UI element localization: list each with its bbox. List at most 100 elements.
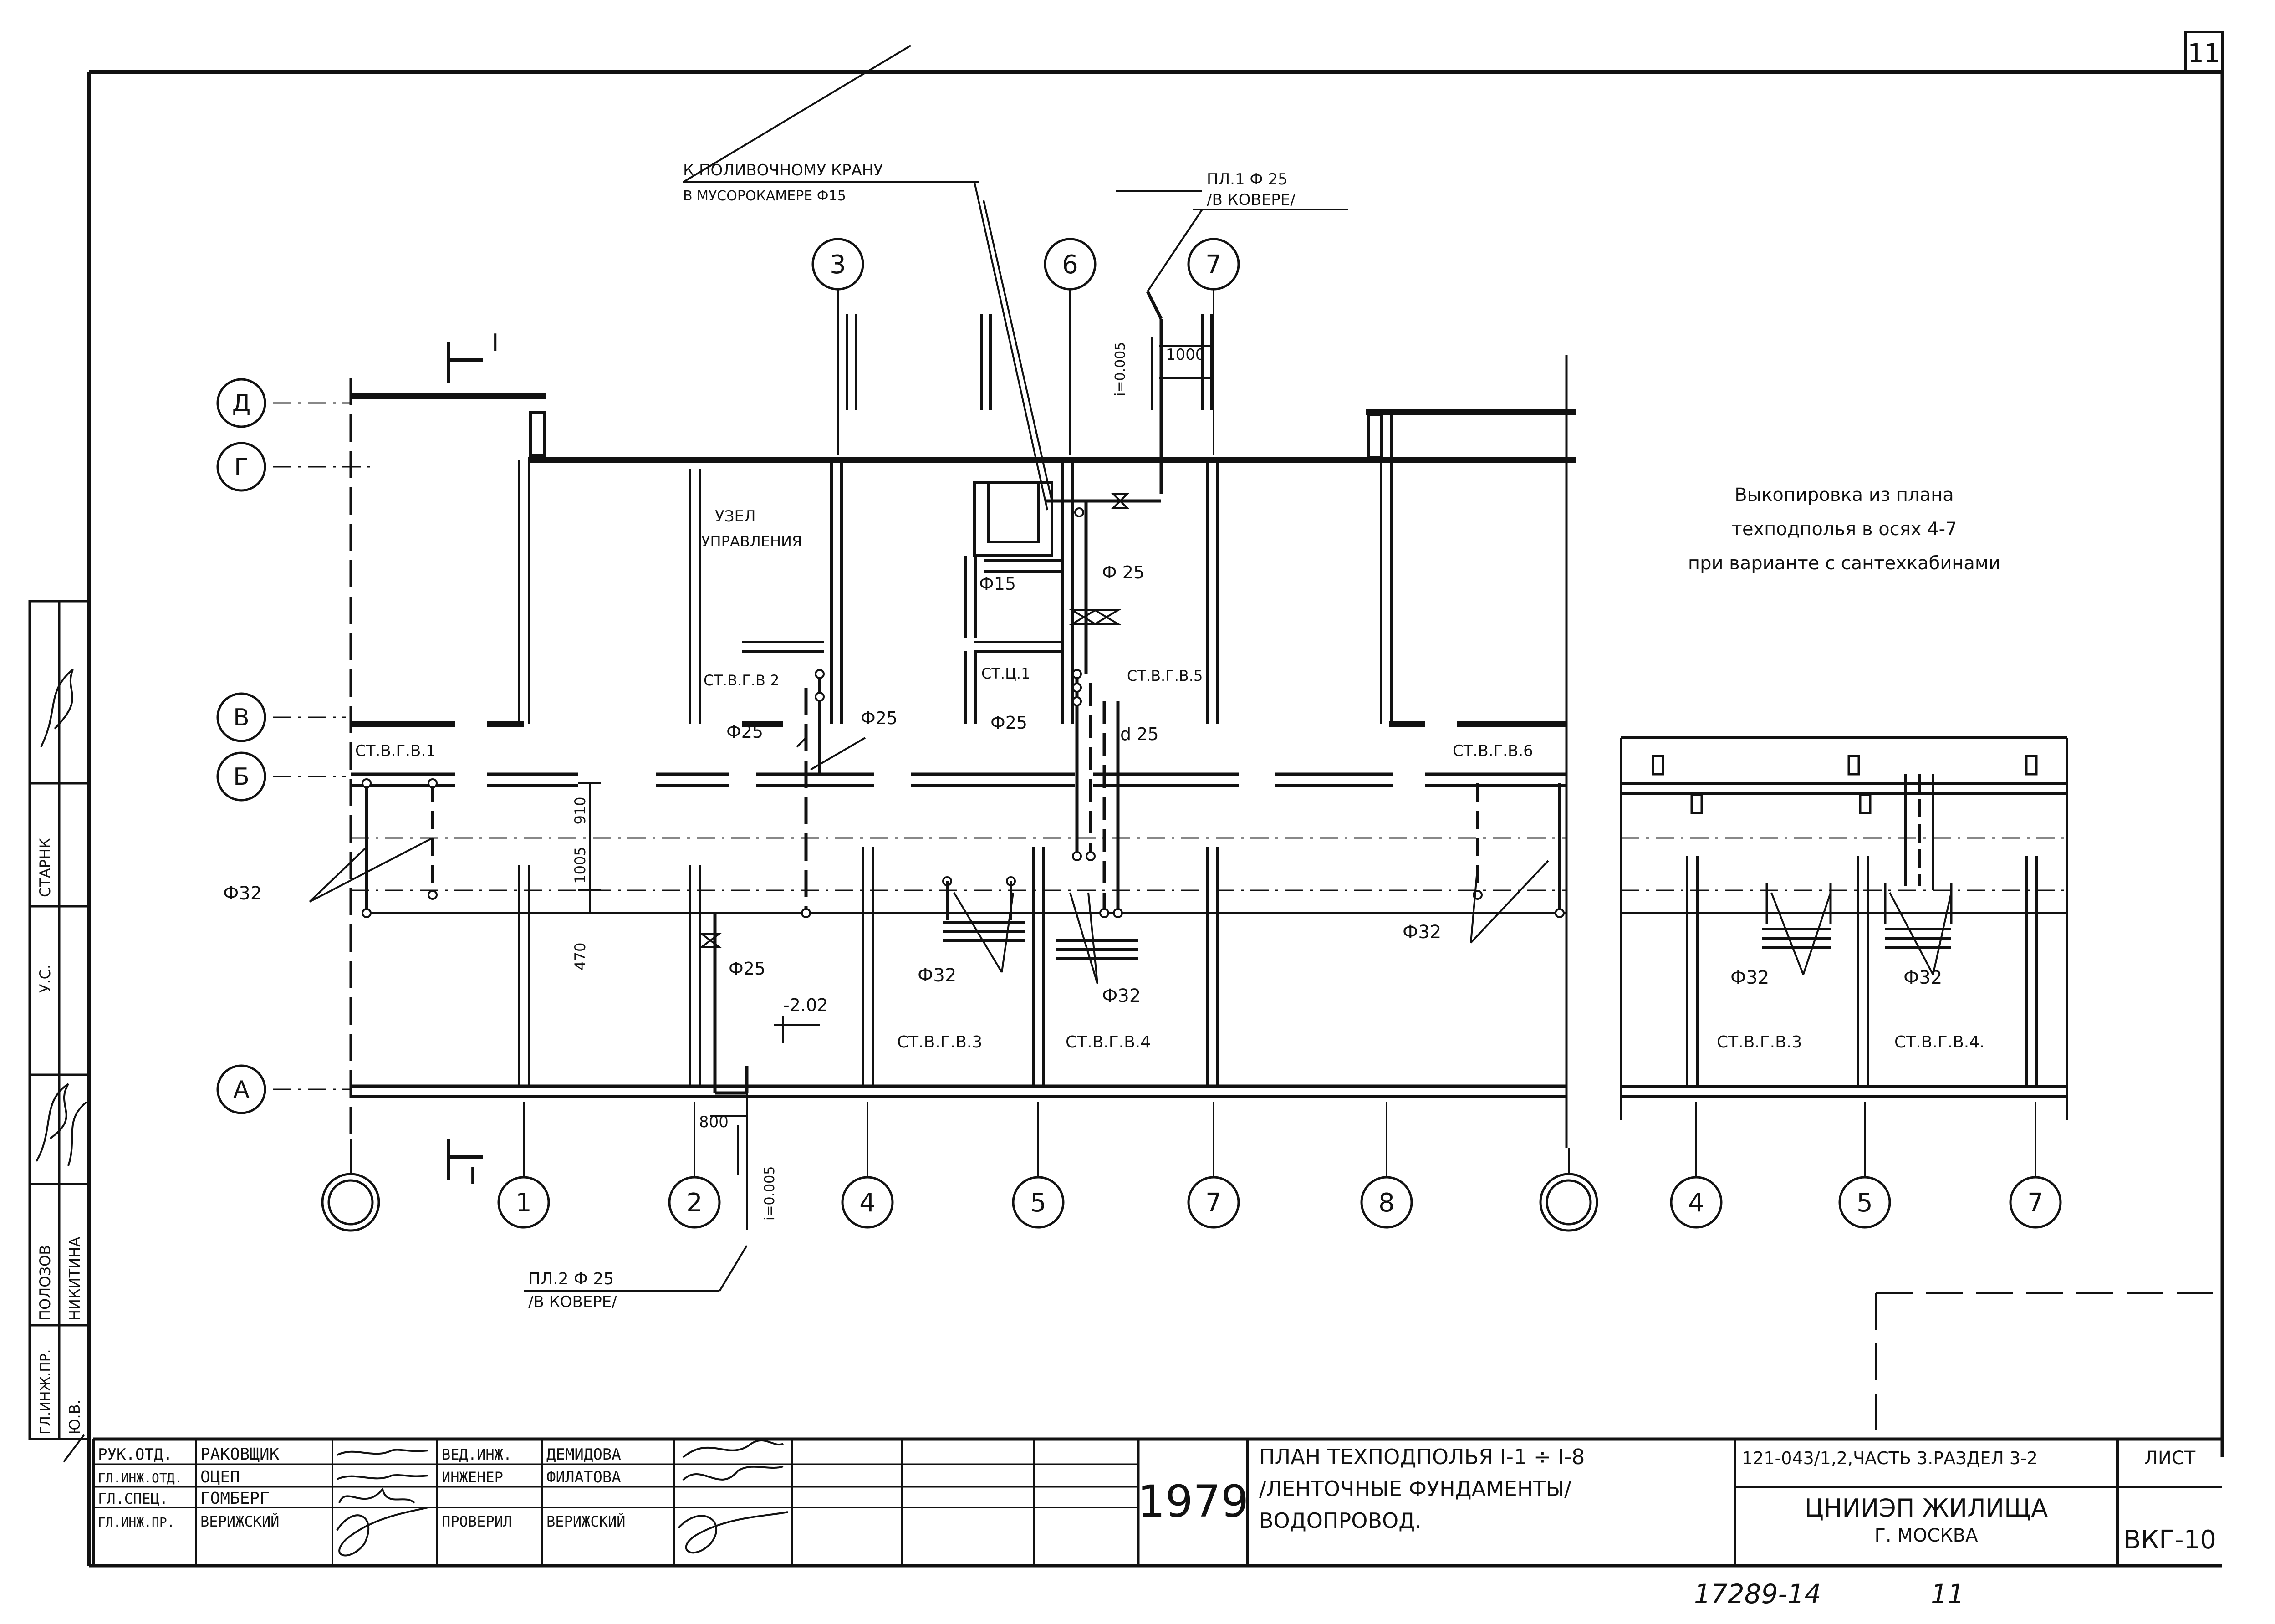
- section-marks: [447, 342, 483, 1180]
- extract-note-1: Выкопировка из плана: [1734, 485, 1954, 506]
- partitions: [518, 314, 1393, 1088]
- axis-col-8: 8: [1378, 1188, 1395, 1218]
- extract-note-2: техподполья в осях 4-7: [1732, 519, 1957, 540]
- strip-name-2: НИКИТИНА: [66, 1237, 83, 1321]
- section-mark-bottom: I: [469, 1163, 476, 1190]
- name2-0: ДЕМИДОВА: [546, 1445, 621, 1464]
- riser-3: СТ.В.Г.В.3: [897, 1033, 982, 1052]
- section-mark-top: I: [492, 329, 499, 357]
- left-strip-text: ГЛ.ИНЖ.ПР. ПОЛОЗОВ Ю.В. НИКИТИНА У.С. СТ…: [36, 838, 83, 1435]
- plan-extract: [1620, 736, 2068, 1120]
- axis-leader-lines: [273, 402, 1566, 1090]
- title-block-signatures: [336, 1440, 788, 1557]
- pipe-phi25-b: Ф25: [861, 708, 898, 728]
- drawing-title-3: ВОДОПРОВОД.: [1259, 1508, 1422, 1533]
- pipe-phi32-b: Ф32: [918, 965, 956, 986]
- name2-1: ФИЛАТОВА: [546, 1468, 621, 1486]
- axis-col-1: 1: [515, 1188, 532, 1218]
- level-mark: -2.02: [783, 995, 828, 1015]
- axis-extract-4: 4: [1688, 1188, 1704, 1218]
- note-pl1-b: /В КОВЕРЕ/: [1207, 191, 1296, 209]
- note-uzel-1: УЗЕЛ: [715, 507, 756, 526]
- dim-910: 910: [571, 797, 589, 824]
- axis-col-2: 2: [686, 1188, 703, 1218]
- drawing-title-2: /ЛЕНТОЧНЫЕ ФУНДАМЕНТЫ/: [1259, 1476, 1571, 1501]
- riser-extract-3: СТ.В.Г.В.3: [1717, 1033, 1802, 1052]
- plan-annotations: К ПОЛИВОЧНОМУ КРАНУ В МУСОРОКАМЕРЕ Ф15 П…: [223, 161, 2000, 1311]
- axis-top-3: 3: [830, 250, 846, 280]
- axis-col-7: 7: [1205, 1188, 1222, 1218]
- plan-main: [273, 45, 1576, 1292]
- strip-name-1: ПОЛОЗОВ: [36, 1245, 54, 1321]
- role2-1: ИНЖЕНЕР: [442, 1469, 503, 1486]
- role2-0: ВЕД.ИНЖ.: [442, 1446, 512, 1463]
- axis-col-4: 4: [859, 1188, 876, 1218]
- title-block: [63, 1292, 2222, 1566]
- note-uzel-2: УПРАВЛЕНИЯ: [701, 533, 802, 550]
- note-polivka-2: В МУСОРОКАМЕРЕ Ф15: [683, 188, 846, 204]
- dim-470: 470: [571, 942, 589, 970]
- slope-bottom: i=0.005: [762, 1166, 778, 1221]
- strip-name-3: СТАРНК: [36, 838, 54, 897]
- axis-col-5: 5: [1030, 1188, 1046, 1218]
- strip-role-2: Ю.В.: [66, 1399, 83, 1435]
- note-pl2-b: /В КОВЕРЕ/: [528, 1293, 617, 1311]
- riser-4: СТ.В.Г.В.4: [1066, 1033, 1151, 1052]
- axis-bubble-leaders: [350, 289, 2036, 1177]
- pipe-phi32-a: Ф32: [223, 883, 262, 904]
- wall-axis-a: [351, 1084, 1566, 1098]
- walls: [351, 393, 1576, 727]
- axis-row-v: В: [233, 704, 250, 731]
- name-0: РАКОВЩИК: [200, 1445, 280, 1464]
- pipe-phi25-d: Ф25: [729, 959, 765, 979]
- note-polivka-1: К ПОЛИВОЧНОМУ КРАНУ: [683, 161, 883, 179]
- sheet-number: 11: [2188, 39, 2220, 68]
- axis-row-b: Б: [233, 763, 250, 791]
- riser-2: СТ.В.Г.В 2: [704, 672, 779, 689]
- pipe-phi32-f: Ф32: [1903, 967, 1942, 988]
- riser-c1: СТ.Ц.1: [981, 665, 1030, 682]
- dim-left: [578, 782, 601, 914]
- footer: 17289-14 11: [1694, 1578, 1964, 1609]
- role2-2: ПРОВЕРИЛ: [442, 1513, 512, 1530]
- city: Г. МОСКВА: [1875, 1525, 1979, 1546]
- axis-row-d: Д: [232, 390, 251, 417]
- archive-number: 17289-14: [1694, 1578, 1821, 1609]
- leaders: [309, 45, 1549, 1292]
- role-3: ГЛ.ИНЖ.ПР.: [98, 1515, 175, 1530]
- archive-sheet: 11: [1931, 1578, 1964, 1609]
- axis-extract-5: 5: [1857, 1188, 1873, 1218]
- organization: ЦНИИЭП ЖИЛИЩА: [1805, 1494, 2048, 1522]
- pipe-phi25-c: Ф25: [990, 713, 1027, 733]
- role-1: ГЛ.ИНЖ.ОТД.: [98, 1471, 182, 1486]
- pipe-phi32-c: Ф32: [1102, 986, 1141, 1006]
- slope-marks: [710, 337, 1211, 1175]
- name-2: ГОМБЕРГ: [200, 1489, 270, 1508]
- dim-1005: 1005: [571, 847, 589, 883]
- sheet-label: ЛИСТ: [2144, 1448, 2196, 1469]
- drawing-title-1: ПЛАН ТЕХПОДПОЛЬЯ I-1 ÷ I-8: [1259, 1445, 1585, 1469]
- axis-extract-7: 7: [2027, 1188, 2044, 1218]
- name-3: ВЕРИЖСКИЙ: [200, 1513, 279, 1530]
- name2-2: ВЕРИЖСКИЙ: [546, 1513, 625, 1530]
- riser-extract-4: СТ.В.Г.В.4.: [1894, 1033, 1985, 1052]
- outer-verticals: [349, 355, 1568, 1148]
- axis-row-g: Г: [234, 454, 249, 481]
- pipe-phi15: Ф15: [979, 574, 1016, 594]
- riser-6: СТ.В.Г.В.6: [1453, 742, 1533, 760]
- axis-bubbles: [216, 238, 2062, 1232]
- riser-5: СТ.В.Г.В.5: [1127, 667, 1203, 684]
- slope-top: i=0.005: [1112, 342, 1128, 396]
- sheet-code: ВКГ-10: [2123, 1525, 2216, 1555]
- note-pl1-a: ПЛ.1 Ф 25: [1207, 170, 1288, 189]
- axis-top-7: 7: [1205, 250, 1222, 280]
- axis-row-a: А: [233, 1076, 250, 1103]
- project-code: 121-043/1,2,ЧАСТЬ 3.РАЗДЕЛ 3-2: [1742, 1448, 2038, 1468]
- valves: [699, 493, 1129, 948]
- role-0: РУК.ОТД.: [98, 1445, 173, 1464]
- pipe-phi32-e: Ф32: [1730, 967, 1769, 988]
- strip-role: ГЛ.ИНЖ.ПР.: [38, 1349, 54, 1435]
- sheet-number-box: 11: [2184, 31, 2224, 73]
- year: 1979: [1138, 1476, 1249, 1527]
